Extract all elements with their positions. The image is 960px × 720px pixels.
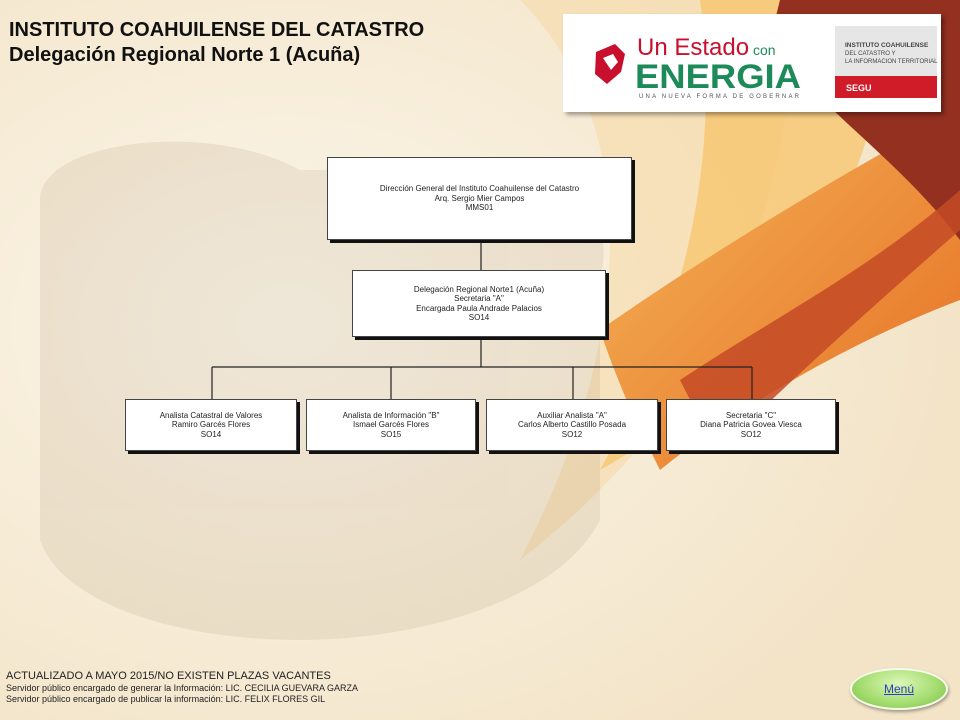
org-node-director-general: Dirección General del Instituto Coahuile… [327,157,632,240]
node-line: SO14 [468,313,490,322]
publisher-credit: Servidor público encargado de publicar l… [6,694,326,704]
node-line: SO12 [740,429,762,439]
node-line: Analista Catastral de Valores [159,410,263,420]
node-line: Dirección General del Instituto Coahuile… [379,184,580,194]
logo-graphic: Un Estado con ENERGIA UNA NUEVA FORMA DE… [595,26,938,100]
coahuila-map-icon [595,44,625,84]
node-line: SO15 [380,429,402,439]
page-title: INSTITUTO COAHUILENSE DEL CATASTRO [9,19,425,41]
logo-segu-bar [835,76,937,98]
org-node-child-1: Analista Catastral de Valores Ramiro Gar… [125,399,297,451]
logo-brand-con: con [753,42,776,58]
page-subtitle: Delegación Regional Norte 1 (Acuña) [9,44,361,66]
node-line: Delegación Regional Norte1 (Acuña) [413,284,545,294]
generator-credit: Servidor público encargado de generar la… [6,683,359,693]
node-line: MMS01 [465,203,494,213]
government-logo-banner: Un Estado con ENERGIA UNA NUEVA FORMA DE… [563,14,941,112]
menu-button-label[interactable]: Menú [883,682,915,696]
logo-agency: SEGU [846,83,872,93]
footer: ACTUALIZADO A MAYO 2015/NO EXISTEN PLAZA… [6,670,358,705]
node-line: Secretaria "A" [454,294,504,303]
node-line: Arq. Sergio Mier Campos [434,193,525,203]
node-line: Ismael Garcés Flores [352,420,430,430]
node-line: SO12 [561,429,583,439]
node-line: Ramiro Garcés Flores [171,420,251,430]
logo-tagline: UNA NUEVA FORMA DE GOBERNAR [639,94,800,100]
org-node-delegation: Delegación Regional Norte1 (Acuña) Secre… [352,270,606,337]
node-line: Analista de Información "B" [342,410,440,420]
node-line: SO14 [200,429,222,439]
logo-brand-main: ENERGIA [635,58,801,96]
header: INSTITUTO COAHUILENSE DEL CATASTRO Deleg… [9,18,424,68]
logo-institute-line-3: LA INFORMACION TERRITORIAL [845,59,938,65]
node-line: Encargada Paula Andrade Palacios [416,303,542,313]
logo-brand-top: Un Estado [637,34,749,61]
node-line: Diana Patricia Govea Viesca [700,420,802,430]
node-line: Carlos Alberto Castillo Posada [517,420,627,430]
node-line: Secretaria "C" [725,410,777,420]
org-node-child-3: Auxiliar Analista "A" Carlos Alberto Cas… [486,399,658,451]
logo-institute-line-2: DEL CATASTRO Y [845,51,895,57]
org-node-child-2: Analista de Información "B" Ismael Garcé… [306,399,476,451]
menu-button[interactable]: Menú [850,668,948,710]
node-line: Auxiliar Analista "A" [537,410,607,420]
swoosh-red [680,190,960,450]
org-node-child-4: Secretaria "C" Diana Patricia Govea Vies… [666,399,836,451]
update-notice: ACTUALIZADO A MAYO 2015/NO EXISTEN PLAZA… [6,670,331,682]
logo-institute-line-1: INSTITUTO COAHUILENSE [845,42,929,49]
